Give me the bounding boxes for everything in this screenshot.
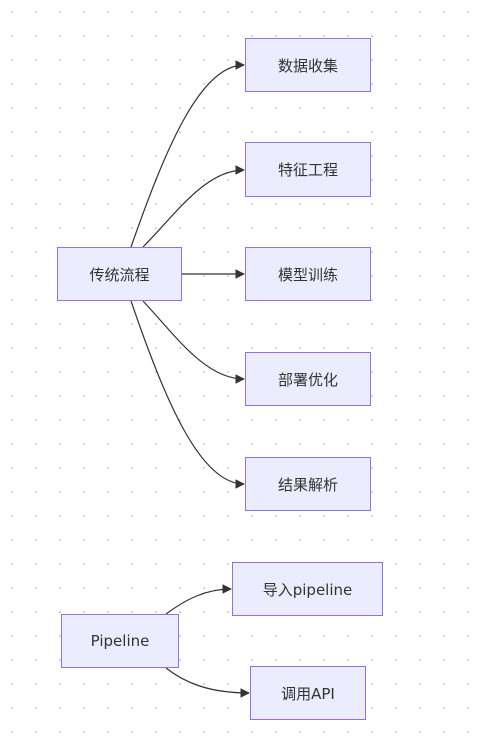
edge-traditional-to-deployment: [142, 300, 245, 384]
node-label: 调用API: [281, 684, 335, 703]
node-label: 数据收集: [277, 56, 338, 75]
node-label: 结果解析: [277, 475, 338, 494]
node-model-training: 模型训练: [245, 247, 371, 301]
node-deployment-optimization: 部署优化: [245, 352, 371, 406]
node-import-pipeline: 导入pipeline: [232, 562, 383, 616]
edge-traditional-to-feature-engineering: [142, 165, 245, 248]
node-pipeline: Pipeline: [61, 614, 179, 668]
edge-pipeline-to-call-api: [165, 667, 250, 698]
node-call-api: 调用API: [250, 666, 366, 720]
edge-traditional-to-result-analysis: [130, 300, 245, 489]
node-label: 导入pipeline: [262, 580, 353, 599]
node-result-analysis: 结果解析: [245, 457, 371, 511]
node-label: 模型训练: [277, 265, 338, 284]
edge-traditional-to-data-collection: [130, 60, 245, 248]
node-traditional-process: 传统流程: [57, 247, 182, 301]
node-feature-engineering: 特征工程: [245, 142, 371, 197]
node-label: 传统流程: [89, 265, 150, 284]
node-label: 部署优化: [277, 370, 338, 389]
node-label: 特征工程: [277, 161, 338, 179]
node-data-collection: 数据收集: [245, 38, 371, 92]
edge-pipeline-to-import: [165, 584, 232, 615]
node-label: Pipeline: [90, 632, 150, 650]
